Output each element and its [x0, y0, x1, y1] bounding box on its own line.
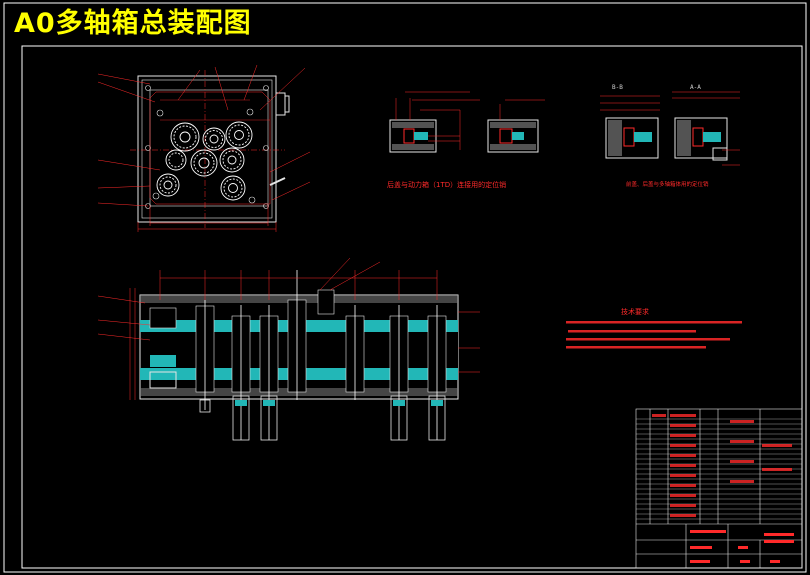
- front-view: [97, 64, 311, 232]
- title-block-rows: [636, 418, 802, 520]
- inner-frame: [21, 45, 803, 569]
- section-note-caption: 前盖、后盖与多轴箱体用的定位销: [626, 182, 709, 188]
- drawing-title: A0多轴箱总装配图: [14, 8, 252, 39]
- technical-notes-lines: [566, 321, 742, 349]
- title-block: [635, 408, 803, 569]
- main-section-view: [97, 257, 480, 441]
- outer-frame: [3, 2, 807, 573]
- locating-pin-detail: [389, 91, 545, 153]
- section-views: [600, 91, 740, 166]
- title-block-marks: [652, 414, 794, 563]
- technical-requirements-heading: 技术要求: [621, 308, 649, 316]
- section-label-a-a: A-A: [690, 84, 701, 91]
- section-label-b-b: B-B: [612, 84, 623, 91]
- locating-pin-caption: 后盖与动力箱（1TD）连接用的定位销: [387, 181, 507, 189]
